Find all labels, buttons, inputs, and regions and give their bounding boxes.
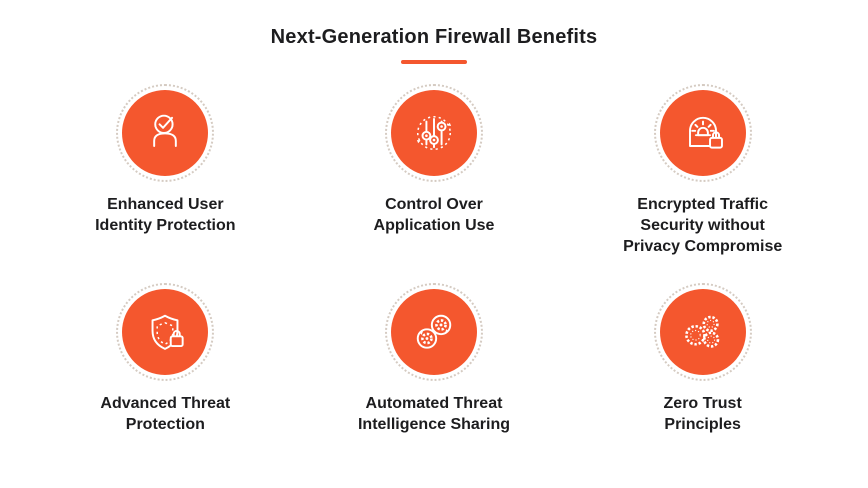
benefit-item-user-identity: Enhanced User Identity Protection — [31, 84, 300, 257]
benefit-item-threat-intelligence: Automated Threat Intelligence Sharing — [300, 283, 569, 436]
benefit-label: Encrypted Traffic Security without Priva… — [623, 196, 783, 255]
icon-ring — [653, 283, 752, 382]
encrypted-tunnel-lock-icon — [688, 116, 723, 149]
shield-lock-icon — [151, 315, 184, 351]
automation-gears-icon — [416, 315, 452, 350]
benefit-label: Control Over Application Use — [373, 196, 495, 234]
icon-ring — [116, 283, 215, 382]
icon-ring — [653, 84, 752, 182]
benefit-label: Automated Threat Intelligence Sharing — [357, 395, 510, 434]
firewall-benefits-infographic: Next-Generation Firewall Benefits Enhanc… — [31, 26, 837, 436]
title-underline — [401, 60, 467, 64]
benefit-item-zero-trust: Zero Trust Principles — [568, 283, 837, 436]
benefits-grid: Enhanced User Identity Protection — [31, 84, 837, 436]
icon-ring — [384, 84, 483, 182]
page-title: Next-Generation Firewall Benefits — [270, 26, 598, 48]
application-sliders-icon — [416, 115, 452, 151]
icon-circle — [390, 289, 477, 376]
benefit-item-encrypted-traffic: Encrypted Traffic Security without Priva… — [568, 84, 837, 257]
icon-circle — [390, 90, 477, 176]
benefit-label: Zero Trust Principles — [663, 395, 742, 434]
user-identity-check-icon — [153, 114, 178, 147]
icon-circle — [659, 289, 746, 376]
icon-ring — [116, 84, 215, 182]
icon-ring — [384, 283, 483, 382]
icon-circle — [122, 289, 209, 376]
benefit-item-application-control: Control Over Application Use — [300, 84, 569, 257]
benefit-item-threat-protection: Advanced Threat Protection — [31, 283, 300, 436]
icon-circle — [659, 90, 746, 176]
zero-trust-gears-icon — [684, 316, 719, 349]
benefit-label: Enhanced User Identity Protection — [95, 196, 236, 234]
benefit-label: Advanced Threat Protection — [100, 395, 231, 434]
icon-circle — [122, 90, 209, 176]
